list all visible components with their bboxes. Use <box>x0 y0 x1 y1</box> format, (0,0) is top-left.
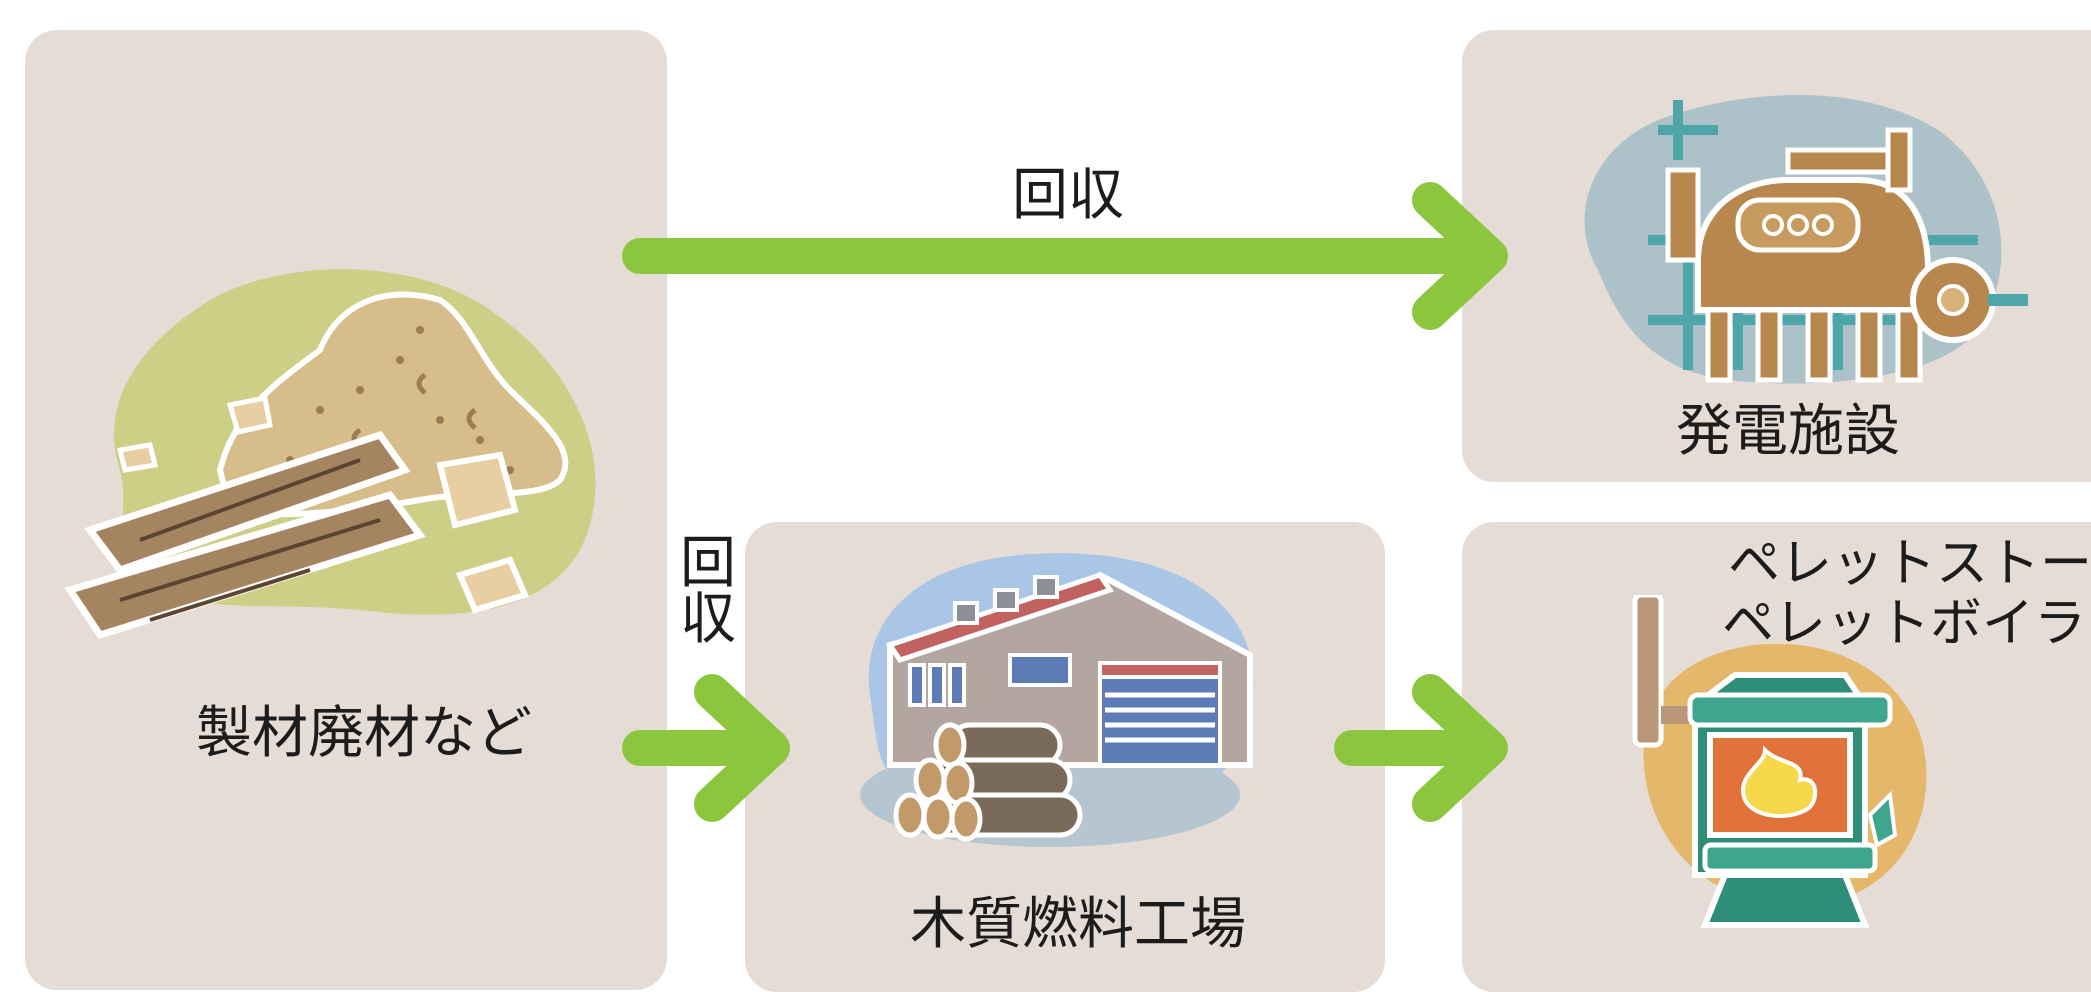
arrow-to-stove <box>1334 674 1508 822</box>
stove-label-line1: ペレットストーブ <box>1728 534 2091 594</box>
source-label: 製材廃材など <box>196 701 532 766</box>
arrow-to-power-plant <box>622 182 1508 330</box>
arrows <box>622 182 1508 822</box>
stove-label-line2: ペレットボイラー <box>1722 594 2091 654</box>
edge-label-collect-vertical-1: 回 <box>680 531 736 596</box>
edge-label-collect-top: 回収 <box>1012 163 1124 228</box>
wood-waste-illustration <box>64 269 596 640</box>
fuel-factory-label: 木質燃料工場 <box>910 892 1246 957</box>
power-plant-label: 発電施設 <box>1676 399 1900 464</box>
edge-label-collect-vertical-2: 収 <box>680 587 736 652</box>
pellet-stove-illustration <box>1632 595 1927 928</box>
power-plant-illustration <box>1584 95 2028 384</box>
fuel-factory-illustration <box>860 553 1254 847</box>
arrow-to-fuel-factory <box>622 674 790 822</box>
